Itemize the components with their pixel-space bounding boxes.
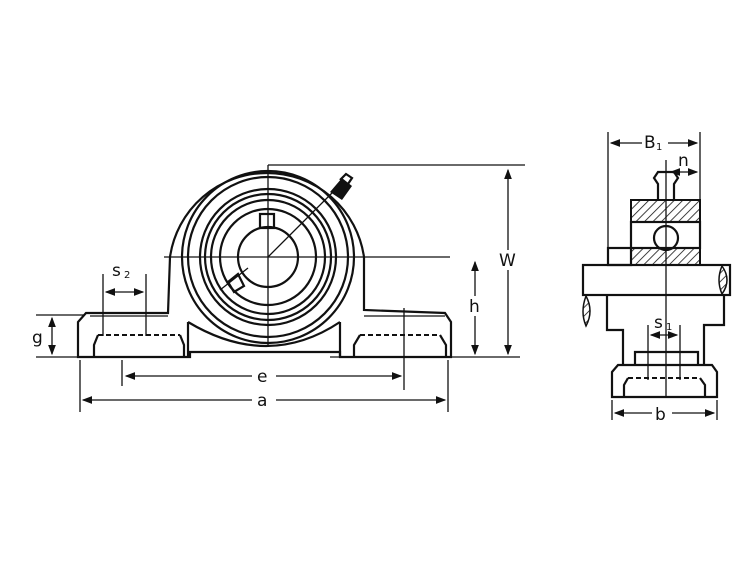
side-view: B 1 n s 1 b [581,132,732,425]
dimension-lines [36,164,525,412]
label-B1: B [644,133,656,153]
label-b: b [655,405,666,425]
housing [76,165,453,359]
front-view: W h g s 2 e a [32,164,525,412]
label-n: n [678,151,689,171]
label-a: a [257,391,267,411]
label-g: g [32,328,43,348]
label-e: e [257,367,267,387]
label-B1-subscript: 1 [656,142,662,153]
label-s2-subscript: 2 [124,270,130,281]
label-h: h [469,297,480,317]
label-W: W [499,251,516,271]
label-s1: s [654,313,663,333]
label-s2: s [112,261,121,281]
label-s1-subscript: 1 [666,322,672,333]
